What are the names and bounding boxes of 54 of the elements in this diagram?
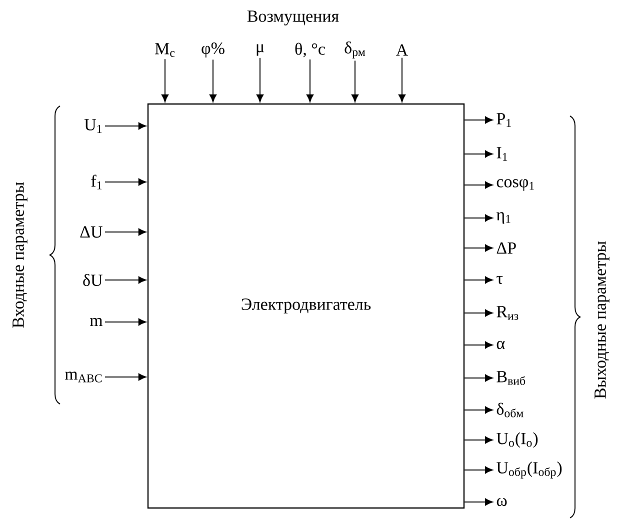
arrow — [464, 466, 493, 474]
arrow — [209, 59, 217, 102]
parameter-label: δU — [83, 274, 102, 286]
arrow — [398, 57, 406, 102]
arrow — [351, 60, 359, 102]
parameter-label: A — [396, 44, 408, 56]
parameter-label: I$_{1}$ — [496, 147, 508, 161]
arrow — [256, 57, 264, 102]
parameter-label: m$_{ABC}$ — [64, 372, 102, 382]
parameter-label: cosφ$_{1}$ — [496, 179, 534, 191]
arrow — [306, 58, 314, 102]
arrow — [464, 214, 493, 222]
arrow — [104, 122, 146, 130]
parameter-label: U$_{1}$ — [84, 119, 102, 133]
parameter-label: P$_{1}$ — [496, 113, 511, 127]
parameter-label: ΔP — [496, 242, 516, 254]
parameter-label: U$_{о}$(I$_{о}$) — [496, 432, 538, 448]
arrow — [464, 436, 493, 444]
arrow — [464, 244, 493, 252]
parameter-label: θ, °c — [295, 42, 325, 58]
parameter-label: φ% — [202, 42, 224, 58]
parameter-label: η$_{1}$ — [496, 212, 510, 224]
arrow — [464, 498, 493, 506]
arrow — [104, 276, 146, 284]
motor-box: Электродвигатель — [147, 103, 465, 509]
arrow — [464, 181, 493, 189]
parameter-label: U$_{обр}$(I$_{обр}$) — [496, 462, 562, 478]
parameter-label: R$_{из}$ — [496, 306, 518, 320]
parameter-label: ΔU — [80, 226, 102, 238]
parameter-label: τ — [496, 276, 503, 284]
arrow — [464, 341, 493, 349]
arrow — [104, 228, 146, 236]
arrow — [464, 116, 493, 124]
parameter-label: M$_{c}$ — [155, 43, 175, 57]
arrow — [104, 373, 146, 381]
group-label: Возмущения — [247, 10, 339, 26]
parameter-label: δ$_{рм}$ — [344, 42, 366, 58]
arrow — [161, 58, 169, 102]
arrow — [464, 374, 493, 382]
arrow — [104, 178, 146, 186]
parameter-label: m — [90, 318, 103, 326]
arrow — [464, 150, 493, 158]
parameter-label: ω — [496, 498, 507, 506]
arrow — [464, 406, 493, 414]
parameter-label: α — [496, 340, 505, 350]
parameter-label: B$_{виб}$ — [496, 371, 526, 385]
parameter-label: μ — [256, 44, 264, 56]
arrow — [104, 318, 146, 326]
parameter-label: δ$_{обм}$ — [496, 402, 524, 418]
parameter-label: f$_{1}$ — [91, 174, 102, 190]
arrow — [464, 276, 493, 284]
group-label: Входные параметры — [12, 182, 28, 328]
group-label: Выходные параметры — [594, 241, 610, 399]
arrow — [464, 309, 493, 317]
